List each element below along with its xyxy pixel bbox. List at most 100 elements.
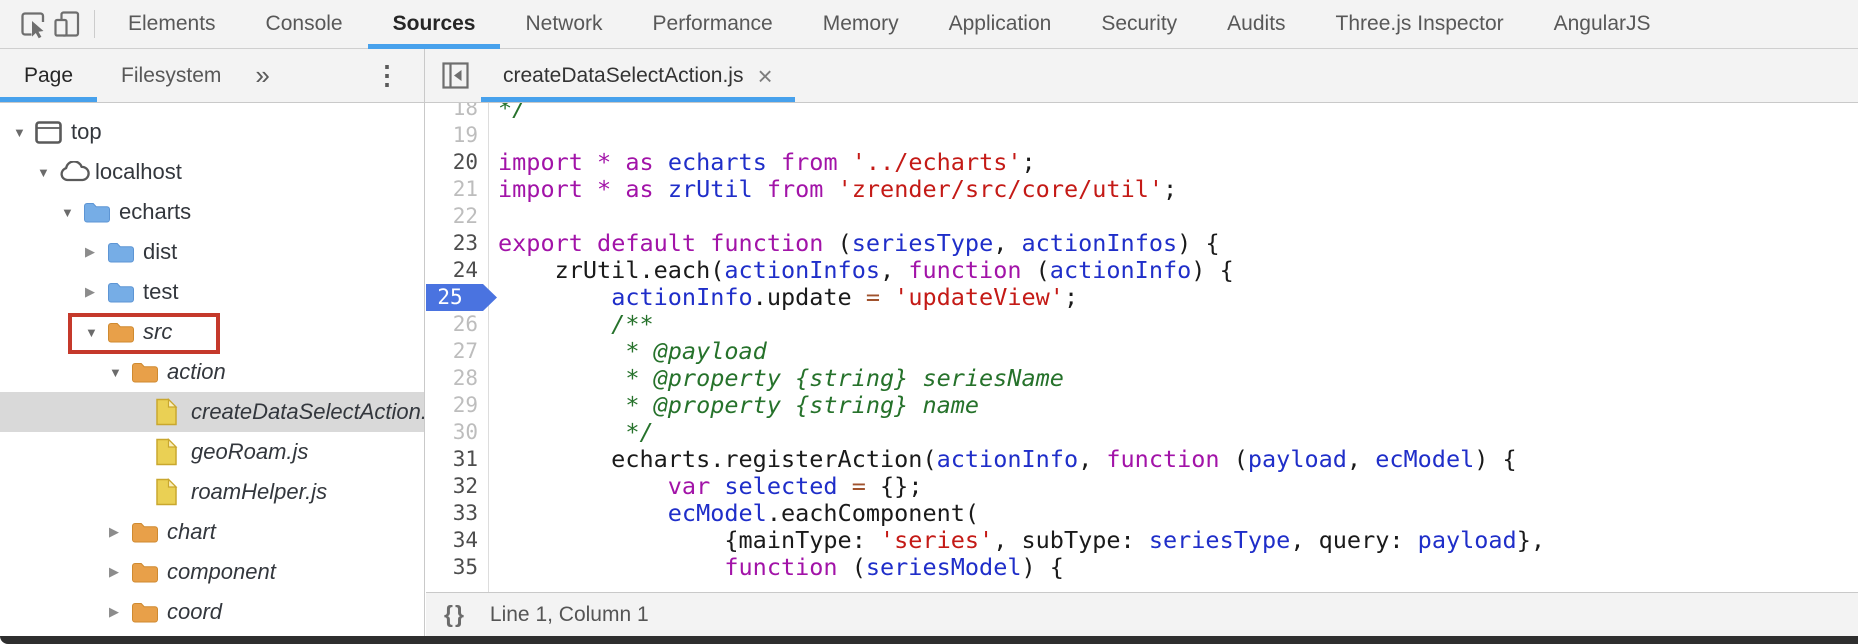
tree-item-coord[interactable]: ▶coord [0,592,424,632]
tree-item-roamhelper-js[interactable]: roamHelper.js [0,472,424,512]
toolbar-divider [94,10,95,38]
folder-blue-icon [83,202,119,223]
line-number[interactable]: 26 [452,312,478,336]
file-tab[interactable]: createDataSelectAction.js × [481,49,795,102]
folder-blue-icon [107,282,143,303]
line-number[interactable]: 28 [452,366,478,390]
toolbar-left-icons [16,0,103,48]
chevron-expanded-icon[interactable]: ▼ [109,364,122,380]
code-line-18: 18 */ [426,103,1858,122]
line-number[interactable]: 24 [452,258,478,282]
line-number[interactable]: 29 [452,393,478,417]
tab-sources[interactable]: Sources [367,0,501,49]
line-number[interactable]: 34 [452,528,478,552]
folder-orange-icon [131,362,167,383]
code-text: function (seriesModel) { [724,553,1064,581]
line-number[interactable]: 35 [452,555,478,579]
collapse-sidebar-icon[interactable] [442,62,469,89]
main-toolbar: Elements Console Sources Network Performance… [0,0,1858,49]
chevron-collapsed-icon[interactable]: ▶ [85,284,95,299]
code-editor[interactable]: 18 */ 19 20 import * as echarts from '../ech… [426,103,1858,592]
tree-item-localhost[interactable]: ▼localhost [0,152,424,192]
line-number[interactable]: 31 [452,447,478,471]
code-text: */ [498,103,527,122]
code-line-30: 30 */ [426,419,1858,446]
line-number[interactable]: 27 [452,339,478,363]
status-bar: {} Line 1, Column 1 [426,592,1858,636]
line-number[interactable]: 32 [452,474,478,498]
tree-item-action[interactable]: ▼action [0,352,424,392]
chevron-expanded-icon[interactable]: ▼ [13,124,26,140]
tab-elements[interactable]: Elements [128,12,216,35]
folder-blue-icon [107,242,143,263]
tree-item-georoam-js[interactable]: geoRoam.js [0,432,424,472]
chevron-collapsed-icon[interactable]: ▶ [109,604,119,619]
code-line-35: 35 function (seriesModel) { [426,554,1858,581]
line-number[interactable]: 33 [452,501,478,525]
file-tab-label: createDataSelectAction.js [503,63,744,87]
tab-network[interactable]: Network [525,12,603,35]
editor-tab-bar: createDataSelectAction.js × [425,49,1858,102]
tree-item-echarts[interactable]: ▼ echarts [0,192,424,232]
tree-item-test[interactable]: ▶test [0,272,424,312]
code-line-24: 24 zrUtil.each(actionInfos, function (ac… [426,257,1858,284]
tree-item-src[interactable]: ▼ src [0,312,424,354]
inspect-element-icon[interactable] [16,7,50,41]
line-number[interactable]: 23 [452,231,478,255]
tab-memory[interactable]: Memory [822,12,899,35]
close-icon[interactable]: × [757,60,773,91]
chevron-collapsed-icon[interactable]: ▶ [85,244,95,259]
code-text: */ [498,418,654,446]
chevron-collapsed-icon[interactable]: ▶ [109,524,119,539]
tree-item-top[interactable]: ▼top [0,112,424,152]
tab-application[interactable]: Application [948,12,1052,35]
navigator-pane: ▼top▼localhost▼echarts▶dist▶test▼src▼act… [0,103,425,636]
overflow-menu-icon[interactable]: ⋮ [374,60,400,90]
code-text: {mainType: 'series', subType: seriesType… [498,526,1546,554]
code-text [488,122,498,149]
tree-item-label: echarts [119,199,192,224]
line-number[interactable]: 20 [452,150,478,174]
tree-item-component[interactable]: ▶component [0,552,424,592]
tab-audits[interactable]: Audits [1227,12,1286,35]
tab-performance[interactable]: Performance [652,12,773,35]
code-line-29: 29 * @property {string} name [426,392,1858,419]
chevron-expanded-icon[interactable]: ▼ [85,324,98,340]
tree-item-dist[interactable]: ▶dist [0,232,424,272]
line-number[interactable]: 18 [452,103,478,120]
code-line-22: 22 [426,203,1858,230]
tree-item-label: src [143,319,173,344]
tab-console[interactable]: Console [265,12,343,35]
code-line-25: 25 actionInfo.update = 'updateView'; [426,284,1858,311]
sidebar-tab-page[interactable]: Page [0,49,98,102]
code-line-33: 33 ecModel.eachComponent( [426,500,1858,527]
pretty-print-icon[interactable]: {} [444,601,466,627]
more-tabs-icon[interactable]: » [255,60,270,90]
chevron-expanded-icon[interactable]: ▼ [61,204,74,220]
code-text: import * as echarts from '../echarts'; [498,148,1036,176]
folder-orange-icon [131,522,167,543]
tree-item-chart[interactable]: ▶chart [0,512,424,552]
window-frame-icon [35,120,71,144]
tab-three-js-inspector[interactable]: Three.js Inspector [1335,12,1504,35]
line-number[interactable]: 21 [452,177,478,201]
tab-angularjs[interactable]: AngularJS [1553,12,1651,35]
code-text: * @property {string} name [498,391,980,419]
chevron-collapsed-icon[interactable]: ▶ [109,564,119,579]
line-number[interactable]: 19 [452,123,478,147]
cloud-icon [59,161,95,183]
breakpoint-marker[interactable]: 25 [426,284,488,311]
device-toolbar-icon[interactable] [50,7,84,41]
sidebar-tab-filesystem[interactable]: Filesystem [121,63,222,87]
line-number[interactable]: 22 [452,204,478,228]
chevron-expanded-icon[interactable]: ▼ [37,164,50,180]
code-line-31: 31 echarts.registerAction(actionInfo, fu… [426,446,1858,473]
file-icon [155,438,191,466]
line-number[interactable]: 30 [452,420,478,444]
code-text: var selected = {}; [667,472,923,500]
code-text: actionInfo.update = 'updateView'; [611,283,1079,311]
tree-item-createdataselectaction-js[interactable]: createDataSelectAction.js [0,392,424,432]
tab-security[interactable]: Security [1101,12,1178,35]
